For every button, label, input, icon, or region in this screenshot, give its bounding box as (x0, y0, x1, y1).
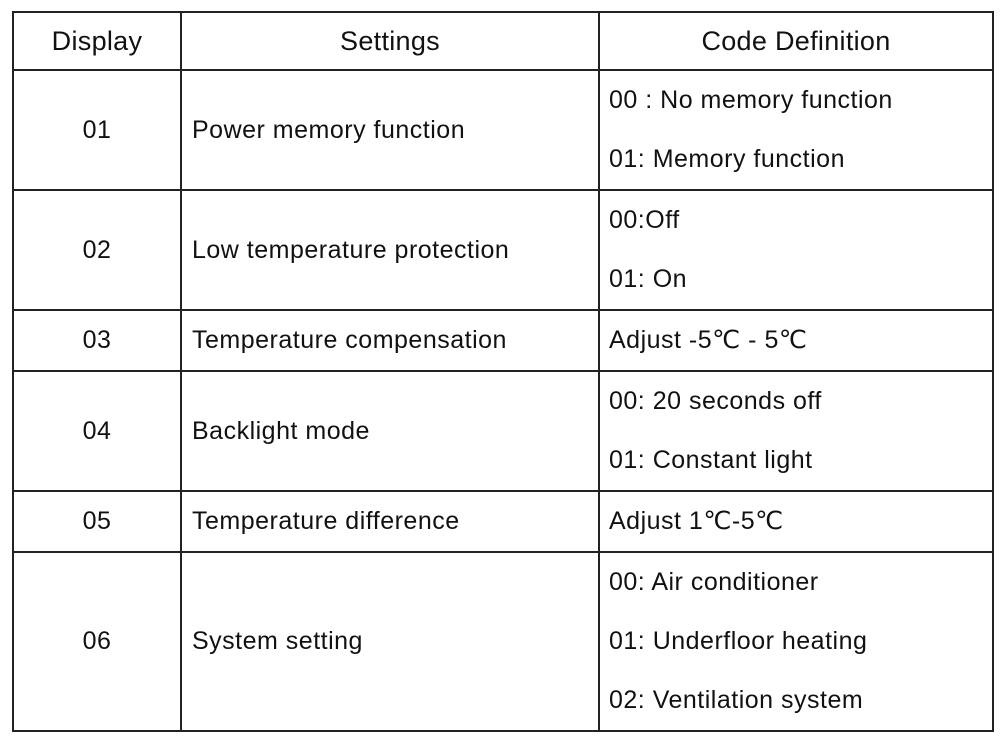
setting-name-cell: Backlight mode (180, 370, 600, 492)
display-code-cell: 06 (12, 551, 182, 732)
setting-name-cell: Temperature compensation (180, 309, 600, 372)
code-option: 00: 20 seconds off (609, 387, 822, 415)
code-definition-cell: 00:Off 01: On (598, 189, 994, 311)
table-row: 05 Temperature difference Adjust 1℃-5℃ (12, 490, 994, 553)
code-option: 00: Air conditioner (609, 568, 819, 596)
code-definition-cell: Adjust -5℃ - 5℃ (598, 309, 994, 372)
code-option: 01: Memory function (609, 145, 845, 173)
table-header-row: Display Settings Code Definition (12, 11, 994, 71)
setting-name-cell: Low temperature protection (180, 189, 600, 311)
setting-name-cell: Temperature difference (180, 490, 600, 553)
table-row: 06 System setting 00: Air conditioner 01… (12, 551, 994, 732)
header-display: Display (12, 11, 182, 71)
setting-name-cell: System setting (180, 551, 600, 732)
table-row: 03 Temperature compensation Adjust -5℃ -… (12, 309, 994, 372)
table-row: 02 Low temperature protection 00:Off 01:… (12, 189, 994, 311)
code-option: 00:Off (609, 206, 680, 234)
code-option: 01: On (609, 265, 688, 293)
display-code-cell: 05 (12, 490, 182, 553)
header-code-definition: Code Definition (598, 11, 994, 71)
display-code-cell: 04 (12, 370, 182, 492)
code-definition-cell: 00 : No memory function 01: Memory funct… (598, 69, 994, 191)
code-option: 01: Constant light (609, 446, 813, 474)
header-settings: Settings (180, 11, 600, 71)
code-option: 00 : No memory function (609, 86, 893, 114)
code-definition-cell: Adjust 1℃-5℃ (598, 490, 994, 553)
code-definition-cell: 00: 20 seconds off 01: Constant light (598, 370, 994, 492)
table-row: 04 Backlight mode 00: 20 seconds off 01:… (12, 370, 994, 492)
code-option: Adjust -5℃ - 5℃ (609, 326, 808, 354)
code-definition-cell: 00: Air conditioner 01: Underfloor heati… (598, 551, 994, 732)
code-option: Adjust 1℃-5℃ (609, 507, 784, 535)
settings-code-table: Display Settings Code Definition 01 Powe… (12, 11, 994, 732)
table-row: 01 Power memory function 00 : No memory … (12, 69, 994, 191)
display-code-cell: 03 (12, 309, 182, 372)
code-option: 02: Ventilation system (609, 686, 864, 714)
display-code-cell: 01 (12, 69, 182, 191)
code-option: 01: Underfloor heating (609, 627, 868, 655)
setting-name-cell: Power memory function (180, 69, 600, 191)
display-code-cell: 02 (12, 189, 182, 311)
